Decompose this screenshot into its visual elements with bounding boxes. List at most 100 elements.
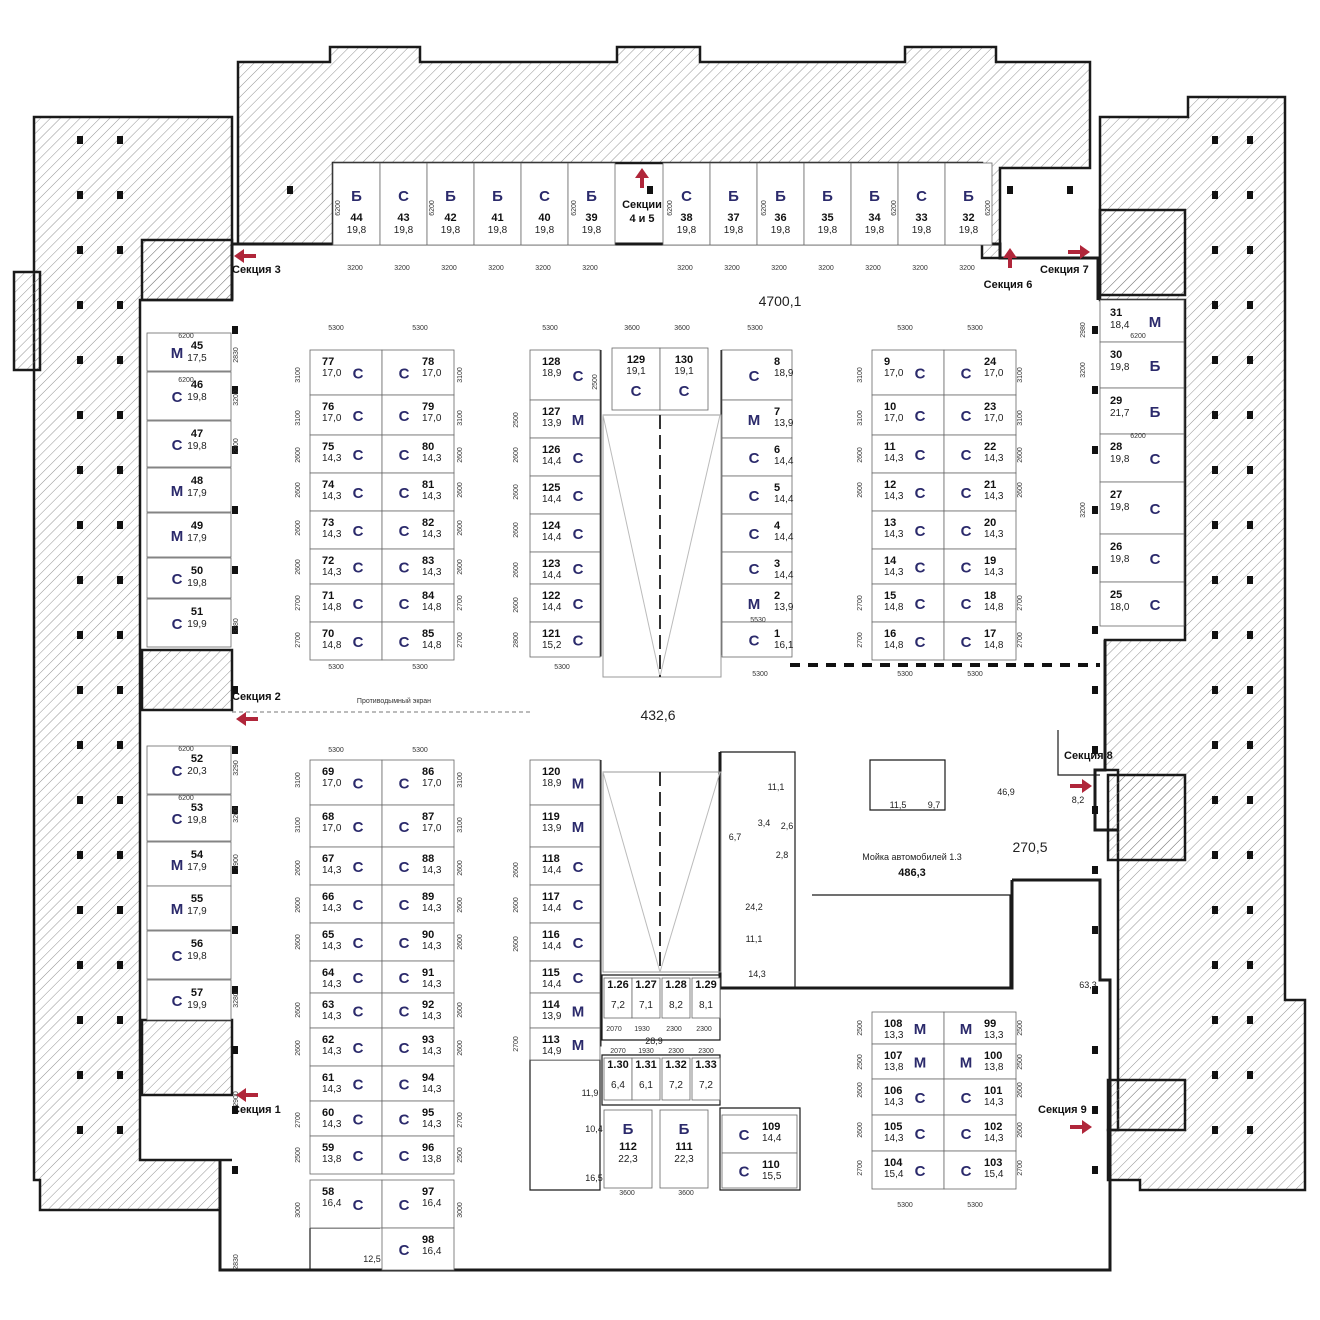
storage-1.30[interactable]: 1.306,4 [603,1057,633,1101]
section-exit-s45b[interactable]: 4 и 5 [629,213,654,225]
spot-7[interactable]: 713,9М [721,399,794,439]
storage-1.31[interactable]: 1.316,1 [631,1057,661,1101]
spot-1[interactable]: 116,1С [721,621,794,658]
section-exit-s7[interactable]: Секция 7 [1040,245,1090,276]
spot-2[interactable]: 213,9М [721,583,794,623]
section-exit-s9[interactable]: Секция 9 [1038,1104,1092,1134]
storage-1.27[interactable]: 1.277,1 [631,977,661,1019]
spot-3[interactable]: 314,4С [721,551,794,585]
section-exit-s1[interactable]: Секция 1 [232,1088,281,1116]
section-exit-s3[interactable]: Секция 3 [232,249,281,276]
section-exit-s2[interactable]: Секция 2 [232,691,281,726]
storage-1.26[interactable]: 1.267,2 [603,977,633,1019]
storage-1.32[interactable]: 1.327,2 [661,1057,691,1101]
storage-1.33[interactable]: 1.337,2 [691,1057,721,1101]
spot-6[interactable]: 614,4С [721,437,794,477]
section-exit-s6[interactable]: Секция 6 [984,248,1033,291]
section-exit-s8[interactable]: Секция 8 [1064,750,1113,793]
section-exit-s45a[interactable]: Секции [622,168,662,211]
spot-5[interactable]: 514,4С [721,475,794,515]
storage-1.29[interactable]: 1.298,1 [691,977,721,1019]
spot-8[interactable]: 818,9С [721,349,794,401]
